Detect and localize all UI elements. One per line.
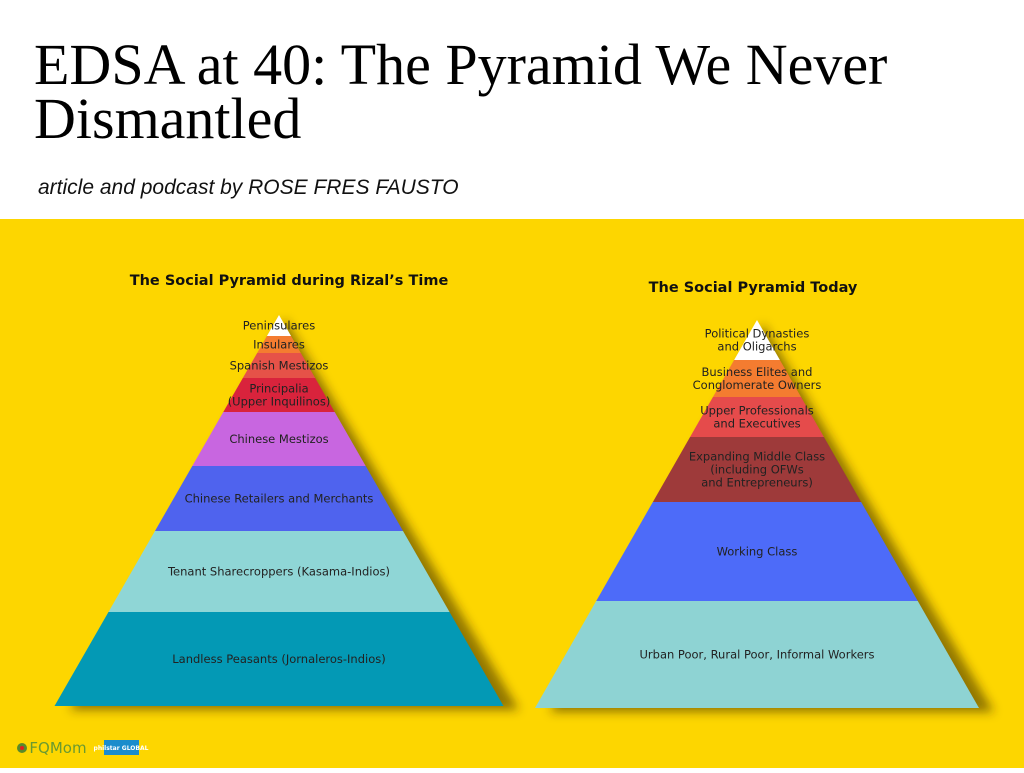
layer-label: Chinese Mestizos [229, 432, 328, 446]
right-pyramid-title: The Social Pyramid Today [649, 280, 858, 296]
svg-text:FQMom: FQMom [29, 739, 86, 757]
fqmom-logo: FQMom [17, 739, 87, 757]
layer-label: and Oligarchs [717, 340, 796, 354]
layer-label: Urban Poor, Rural Poor, Informal Workers [640, 648, 875, 662]
layer-label: Conglomerate Owners [693, 378, 822, 392]
left-pyramid-layer [242, 353, 316, 378]
layer-label: (Upper Inquilinos) [228, 395, 331, 409]
layer-label: Political Dynasties [705, 327, 810, 341]
layer-label: Chinese Retailers and Merchants [185, 492, 374, 506]
layer-label: and Executives [713, 417, 800, 431]
layer-label: and Entrepreneurs) [701, 476, 813, 490]
left-pyramid-layer [54, 612, 504, 706]
layer-label: Upper Professionals [700, 404, 814, 418]
layer-label: Landless Peasants (Jornaleros-Indios) [172, 652, 385, 666]
right-pyramid-layer [690, 397, 824, 437]
layer-label: Tenant Sharecroppers (Kasama-Indios) [167, 565, 390, 579]
layer-label: (including OFWs [710, 463, 804, 477]
byline: article and podcast by ROSE FRES FAUSTO [38, 176, 459, 199]
left-pyramid-layer [154, 466, 404, 531]
right-pyramid-layer [652, 437, 862, 502]
left-pyramid-layer [192, 412, 366, 466]
left-pyramid-layer [108, 531, 450, 612]
layer-label: Principalia [249, 382, 308, 396]
layer-label: Peninsulares [243, 319, 315, 333]
left-pyramid-layer [266, 315, 292, 336]
svg-text:philstar GLOBAL: philstar GLOBAL [94, 745, 149, 752]
layer-label: Spanish Mestizos [230, 359, 329, 373]
right-pyramid-layer [535, 601, 979, 708]
left-pyramid-layer [257, 336, 301, 353]
pyramids: The Social Pyramid during Rizal’s Time T… [17, 273, 994, 757]
right-pyramid-layer [596, 502, 918, 601]
right-pyramid-layer [734, 320, 780, 360]
header: EDSA at 40: The Pyramid We Never Dismant… [0, 0, 1024, 219]
layer-label: Insulares [253, 338, 305, 352]
layer-label: Expanding Middle Class [689, 450, 825, 464]
left-pyramid-title: The Social Pyramid during Rizal’s Time [130, 273, 449, 289]
left-pyramid-layer [223, 378, 335, 412]
page-title: EDSA at 40: The Pyramid We Never Dismant… [34, 32, 888, 151]
layer-label: Working Class [717, 545, 798, 559]
right-pyramid-layer [712, 360, 802, 397]
layer-label: Business Elites and [702, 365, 813, 379]
philstar-logo: philstar GLOBAL [94, 740, 149, 755]
infographic-panel: The Social Pyramid during Rizal’s Time T… [0, 219, 1024, 768]
